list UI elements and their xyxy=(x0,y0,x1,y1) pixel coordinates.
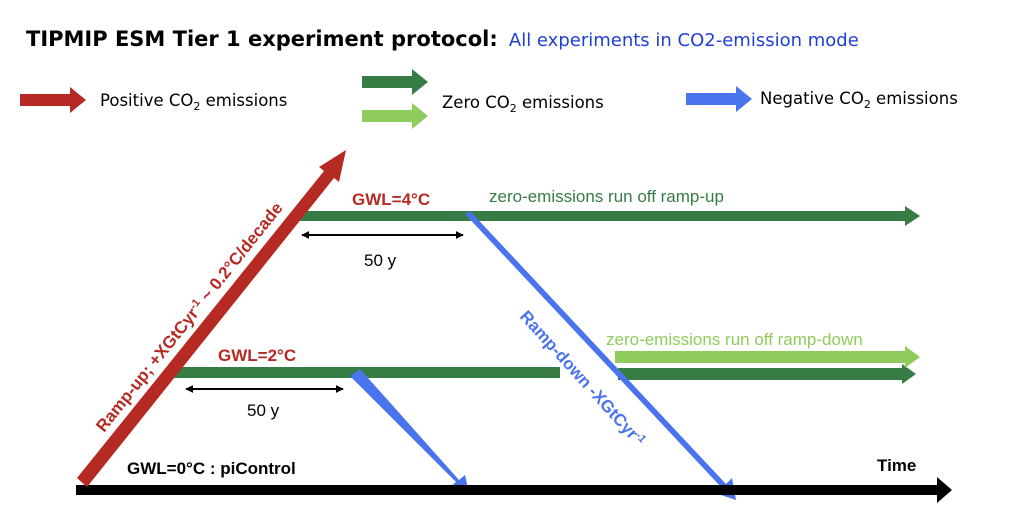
legend-zero-light-arrow xyxy=(362,103,428,129)
ramp-up-label: Ramp-up; +XGtCyr-1 ~ 0.2°C/decade xyxy=(92,199,286,436)
legend-zero-dark-arrow xyxy=(362,69,428,95)
ramp-up-arrow xyxy=(77,150,346,487)
zero-emissions-ramp-down-dark-arrow xyxy=(618,364,916,384)
legend-positive-label: Positive CO2 emissions xyxy=(100,91,287,113)
zero-emissions-ramp-down-light-arrow xyxy=(615,346,920,368)
time-axis-label: Time xyxy=(877,456,916,475)
legend-negative-arrow xyxy=(686,86,752,112)
legend-negative-label: Negative CO2 emissions xyxy=(760,89,958,111)
gwl2-label: GWL=2°C xyxy=(218,346,296,365)
zero-emissions-ramp-up-arrow xyxy=(292,206,920,226)
legend-positive-arrow xyxy=(20,87,86,113)
time-axis-arrow xyxy=(76,477,952,503)
ramp-down-4c-arrow xyxy=(459,211,736,500)
legend-zero-label: Zero CO2 emissions xyxy=(442,93,604,115)
zero-emissions-ramp-down-label: zero-emissions run off ramp-down xyxy=(606,330,863,349)
title-main: TIPMIP ESM Tier 1 experiment protocol: xyxy=(26,27,498,51)
legend: Positive CO2 emissions Zero CO2 emission… xyxy=(20,69,958,129)
svg-text:TIPMIP ESM Tier 1 experiment p: TIPMIP ESM Tier 1 experiment protocol: A… xyxy=(26,27,859,51)
gwl0-picontrol-label: GWL=0°C : piControl xyxy=(127,459,296,478)
fifty-year-label-bottom: 50 y xyxy=(247,401,280,420)
fifty-year-label-top: 50 y xyxy=(364,251,397,270)
title-subtitle: All experiments in CO2-emission mode xyxy=(509,30,859,51)
zero-emissions-ramp-up-label: zero-emissions run off ramp-up xyxy=(489,187,724,206)
gwl4-label: GWL=4°C xyxy=(352,190,430,209)
gwl2-zero-emissions-bar xyxy=(174,367,560,378)
ramp-down-2c-arrow xyxy=(350,369,469,493)
